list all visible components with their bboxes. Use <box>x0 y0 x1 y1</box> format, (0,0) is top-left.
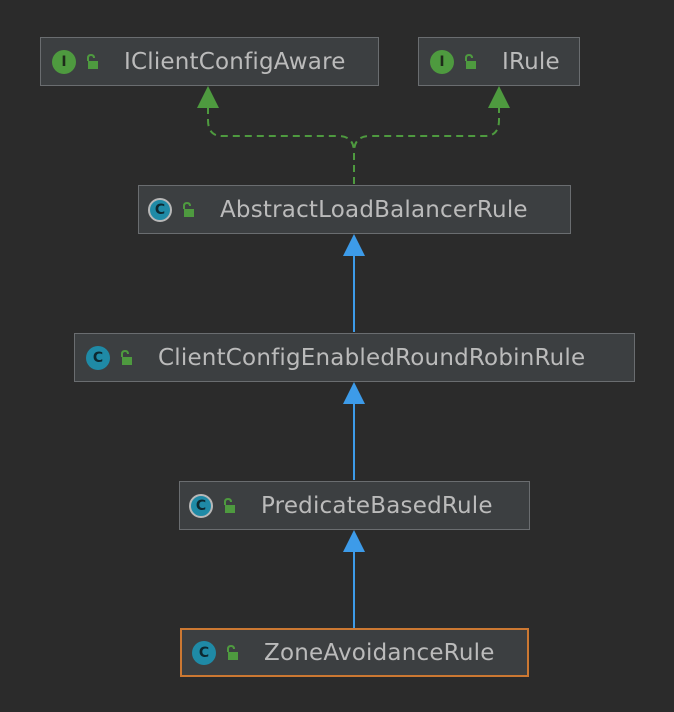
unlocked-icon <box>183 201 194 217</box>
unlocked-icon <box>224 497 235 513</box>
class-icon: C <box>86 345 110 370</box>
node-irule[interactable]: I IRule <box>418 37 580 86</box>
implements-arrowhead-irule <box>488 86 510 108</box>
unlocked-icon <box>121 349 132 365</box>
class-name: ClientConfigEnabledRoundRobinRule <box>158 344 586 371</box>
class-name: IClientConfigAware <box>124 48 346 75</box>
class-name: IRule <box>502 48 560 75</box>
node-iclientconfigaware[interactable]: I IClientConfigAware <box>40 37 379 86</box>
extends-arrowhead-abstract <box>343 234 365 256</box>
implements-arrowhead-iclientconfigaware <box>197 86 219 108</box>
node-predicatebasedrule[interactable]: C PredicateBasedRule <box>179 481 530 530</box>
extends-arrowhead-predicate <box>343 530 365 552</box>
interface-icon: I <box>430 49 454 74</box>
unlocked-icon <box>227 644 238 660</box>
implements-edge-irule <box>353 108 500 184</box>
extends-arrowhead-clientconfig <box>343 382 365 404</box>
unlocked-icon <box>87 53 98 69</box>
class-name: AbstractLoadBalancerRule <box>220 196 528 223</box>
class-name: PredicateBasedRule <box>261 492 493 519</box>
implements-edge-iclientconfigaware <box>207 108 355 184</box>
interface-icon: I <box>52 49 76 74</box>
node-zoneavoidancerule[interactable]: C ZoneAvoidanceRule <box>180 628 529 677</box>
abstract-class-icon: C <box>189 493 213 518</box>
abstract-class-icon: C <box>148 197 172 222</box>
unlocked-icon <box>465 53 476 69</box>
node-clientconfigenabledroundrobinrule[interactable]: C ClientConfigEnabledRoundRobinRule <box>74 333 635 382</box>
class-icon: C <box>192 640 216 665</box>
class-name: ZoneAvoidanceRule <box>264 639 495 666</box>
node-abstractloadbalancerrule[interactable]: C AbstractLoadBalancerRule <box>138 185 571 234</box>
